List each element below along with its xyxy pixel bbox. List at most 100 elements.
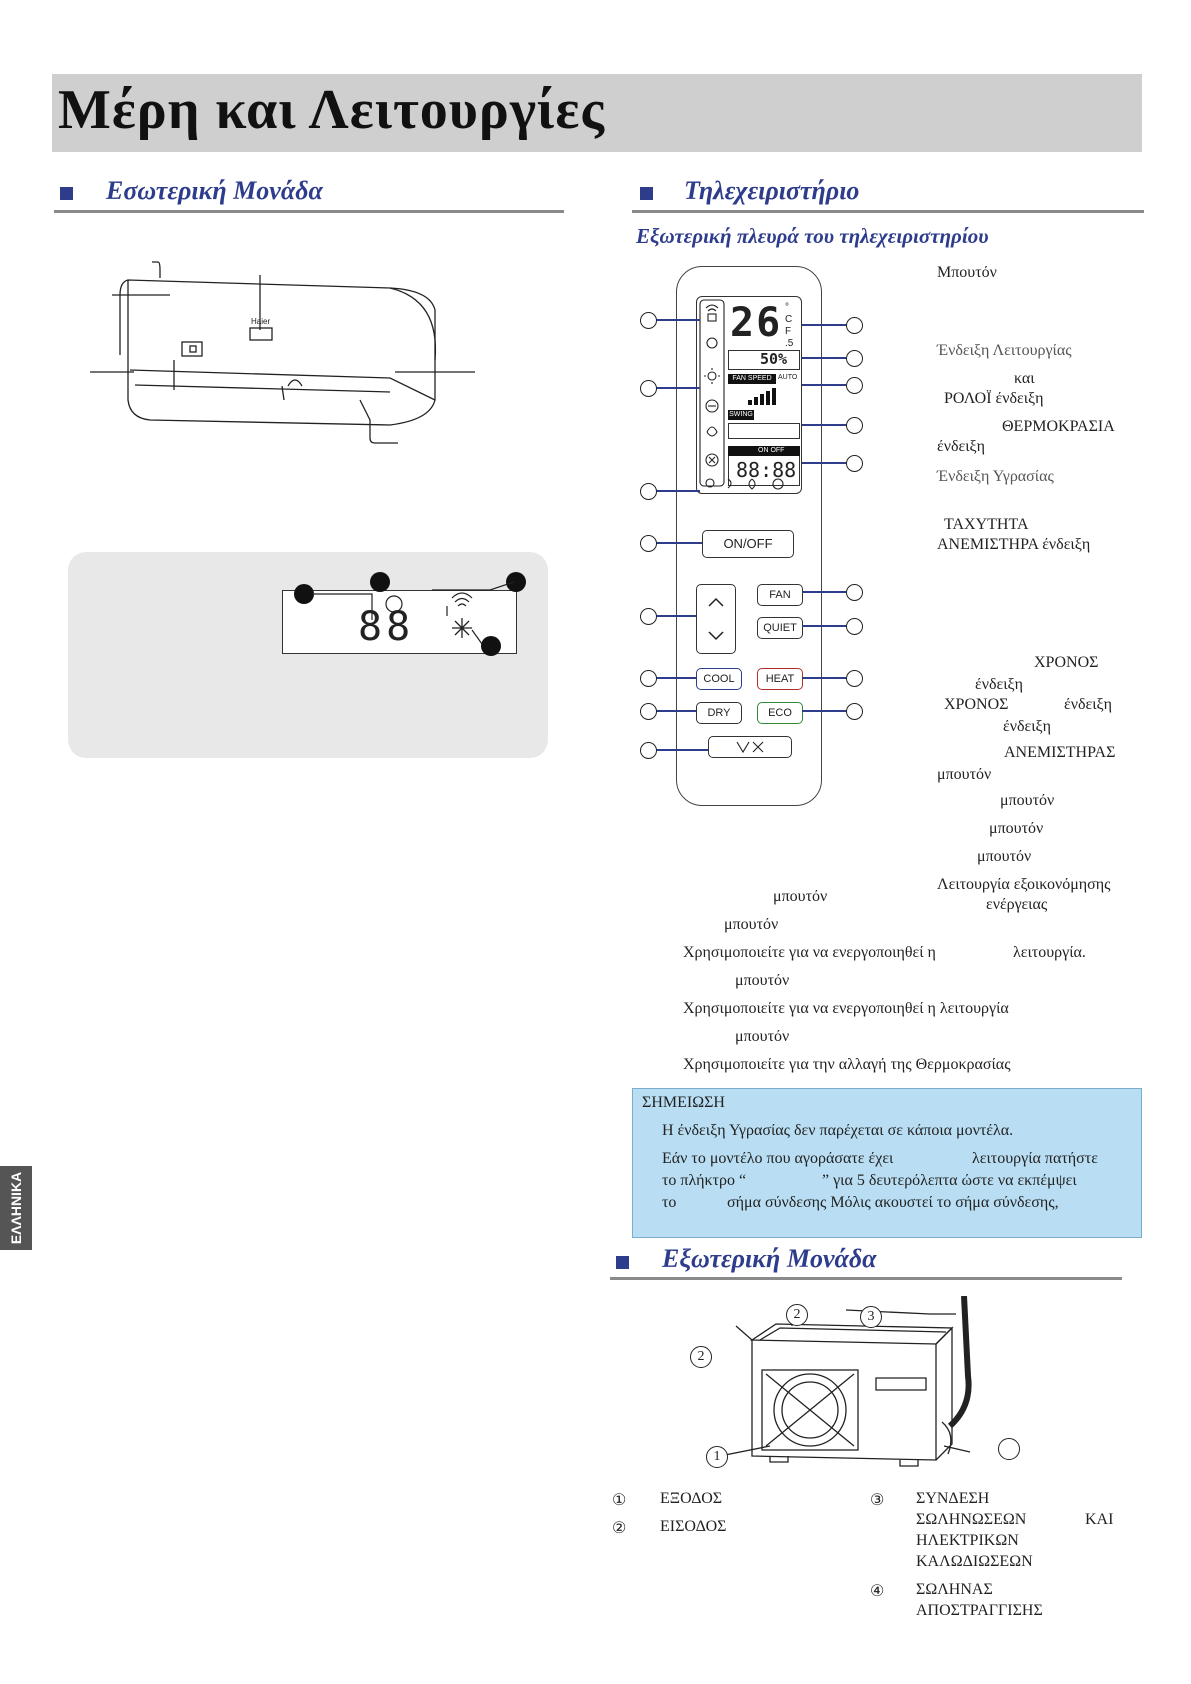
remote-label: και: [1014, 370, 1035, 387]
remote-label: Μπουτόν: [937, 264, 997, 281]
svg-text:Haier: Haier: [251, 317, 270, 326]
callout-circle: [640, 670, 657, 687]
cool-button[interactable]: COOL: [696, 668, 742, 690]
language-tab: ΕΛΛΗΝΙΚΑ: [0, 1166, 32, 1250]
section-outdoor-heading: Εξωτερική Μονάδα: [662, 1244, 877, 1273]
outdoor-callout: 1: [706, 1446, 728, 1468]
legend-text: ΕΞΟΔΟΣ: [660, 1490, 723, 1507]
note-line: λειτουργία πατήστε: [972, 1150, 1098, 1167]
remote-label: Ένδειξη Λειτουργίας: [937, 342, 1072, 359]
callout-circle: [640, 535, 657, 552]
callout-dot: [294, 584, 314, 604]
remote-label: ΘΕΡΜΟΚΡΑΣΙΑ: [1002, 418, 1115, 435]
note-line: Η ένδειξη Υγρασίας δεν παρέχεται σε κάπο…: [662, 1122, 1014, 1139]
remote-callout-lines: [648, 319, 846, 751]
legend-text: ΣΥΝΔΕΣΗ: [916, 1490, 990, 1507]
remote-label: μπουτόν: [937, 766, 992, 783]
quiet-button[interactable]: QUIET: [757, 617, 803, 639]
remote-label: Λειτουργία εξοικονόμησης: [937, 876, 1111, 893]
swing-button[interactable]: [708, 736, 792, 758]
remote-label: ΡΟΛΟΪ ένδειξη: [944, 390, 1044, 407]
legend-text: ΣΩΛΗΝΩΣΕΩΝ: [916, 1511, 1027, 1528]
remote-subheading: Εξωτερική πλευρά του τηλεχειριστηρίου: [636, 224, 989, 248]
section-rule: [632, 210, 1144, 213]
callout-circle: [640, 380, 657, 397]
lcd-clock-header: [728, 446, 800, 456]
section-bullet: [60, 187, 73, 200]
language-tab-label: ΕΛΛΗΝΙΚΑ: [8, 1171, 24, 1245]
section-bullet: [616, 1256, 629, 1269]
remote-label: μπουτόν: [989, 820, 1044, 837]
outdoor-callout: 3: [860, 1306, 882, 1328]
legend-text: ΚΑΙ: [1085, 1511, 1114, 1528]
callout-circle: [846, 350, 863, 367]
remote-label: Χρησιμοποιείτε για να ενεργοποιηθεί η λε…: [683, 1000, 1009, 1017]
remote-label: μπουτόν: [773, 888, 828, 905]
callout-dot: [481, 636, 501, 656]
up-down-arrows-icon: [708, 597, 724, 641]
outdoor-callout: 2: [690, 1346, 712, 1368]
indoor-unit-drawing: Haier: [90, 261, 475, 444]
outdoor-unit-drawing: [719, 1296, 972, 1467]
remote-label: ενέργειας: [986, 896, 1048, 913]
legend-number: ③: [870, 1492, 885, 1509]
callout-circle: [846, 584, 863, 601]
lcd-temperature: 26: [730, 300, 783, 346]
fan-button[interactable]: FAN: [757, 584, 803, 606]
remote-label: ένδειξη: [1003, 718, 1052, 735]
remote-label: μπουτόν: [977, 848, 1032, 865]
callout-circle: [846, 417, 863, 434]
page-title: Μέρη και Λειτουργίες: [58, 79, 605, 141]
note-line: Εάν το μοντέλο που αγοράσατε έχει: [662, 1150, 894, 1167]
lcd-humidity: 50%: [760, 350, 788, 368]
heat-button[interactable]: HEAT: [757, 668, 803, 690]
callout-circle: [846, 377, 863, 394]
callout-circle: [640, 608, 657, 625]
note-line: το πλήκτρο “: [662, 1172, 747, 1189]
remote-label: ένδειξη: [1064, 696, 1113, 713]
remote-label: Χρησιμοποιείτε για να ενεργοποιηθεί η: [683, 944, 936, 961]
temperature-stepper[interactable]: [696, 584, 736, 654]
callout-circle: [846, 455, 863, 472]
legend-number: ④: [870, 1583, 885, 1600]
indoor-display: [282, 590, 517, 654]
legend-number: ①: [612, 1492, 627, 1509]
remote-label: μπουτόν: [1000, 792, 1055, 809]
callout-circle: [640, 312, 657, 329]
remote-label: Ένδειξη Υγρασίας: [937, 468, 1054, 485]
lcd-fan-speed-label: FAN SPEED: [728, 374, 776, 384]
lcd-humidity-box: [728, 350, 800, 370]
outdoor-callout: 2: [786, 1304, 808, 1326]
remote-label: ΧΡΟΝΟΣ: [944, 696, 1009, 713]
remote-label: ΑΝΕΜΙΣΤΗΡΑ ένδειξη: [937, 536, 1091, 553]
callout-circle: [640, 483, 657, 500]
callout-circle: [846, 670, 863, 687]
callout-circle: [846, 618, 863, 635]
remote-label: ΤΑΧΥΤΗΤΑ: [944, 516, 1029, 533]
legend-number: ②: [612, 1520, 627, 1537]
outdoor-callout: [998, 1438, 1020, 1460]
note-line: σήμα σύνδεσης Μόλις ακουστεί το σήμα σύν…: [727, 1194, 1059, 1211]
callout-dot: [370, 572, 390, 592]
remote-label: ΑΝΕΜΙΣΤΗΡΑΣ: [1004, 744, 1116, 761]
dry-button[interactable]: DRY: [696, 702, 742, 724]
legend-text: ΚΑΛΩΔΙΩΣΕΩΝ: [916, 1553, 1033, 1570]
note-box: [632, 1088, 1142, 1238]
lcd-fan-bars: [748, 388, 776, 405]
note-line: το: [662, 1194, 677, 1211]
eco-button[interactable]: ECO: [757, 702, 803, 724]
section-indoor-heading: Εσωτερική Μονάδα: [106, 176, 323, 205]
legend-text: ΗΛΕΚΤΡΙΚΩΝ: [916, 1532, 1019, 1549]
callout-circle: [846, 317, 863, 334]
remote-label: ένδειξη: [937, 438, 986, 455]
section-bullet: [640, 187, 653, 200]
lcd-mode-icons: [699, 299, 725, 487]
callout-circle: [640, 703, 657, 720]
lcd-on-off-label: ON OFF: [758, 447, 785, 454]
lcd-swing-box: [728, 423, 800, 439]
section-rule: [54, 210, 564, 213]
onoff-button[interactable]: ON/OFF: [702, 530, 794, 558]
remote-label: ένδειξη: [975, 676, 1024, 693]
section-rule: [610, 1277, 1122, 1280]
remote-label: λειτουργία.: [1013, 944, 1086, 961]
